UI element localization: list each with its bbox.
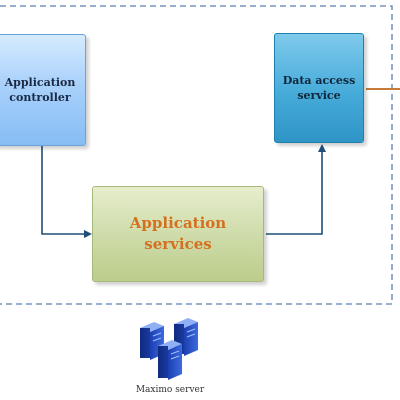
server-cluster-icon [140,318,198,380]
application-services-label: Application services [129,214,227,253]
server-label: Maximo server [135,385,205,395]
data-access-service-node: Data access service [274,33,364,143]
data-access-service-label: Data access service [282,74,356,102]
connector-services-to-data-access [266,144,326,235]
application-controller-label: Application controller [4,76,76,104]
application-controller-node: Application controller [0,34,86,146]
connector-controller-to-services [41,146,92,238]
server-unit-right [174,318,198,356]
server-unit-front [158,340,182,380]
server-boundary [0,5,393,305]
application-services-node: Application services [92,186,264,282]
